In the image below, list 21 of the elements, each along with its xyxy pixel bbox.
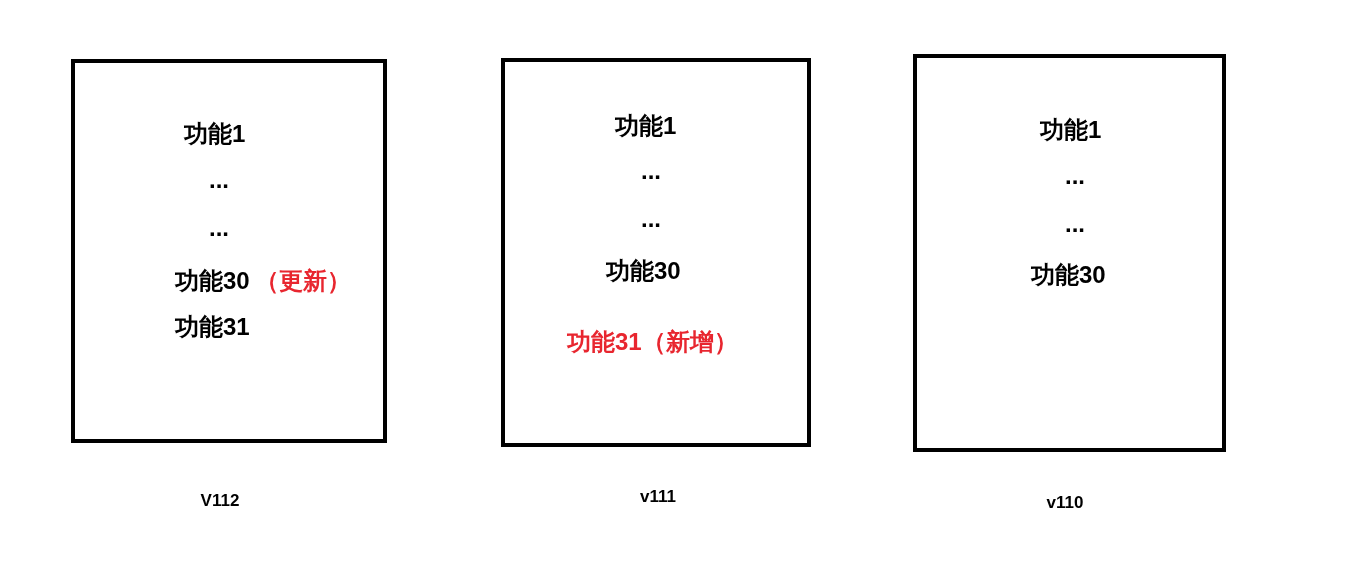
version-label: v110 [1046,492,1084,514]
feature-text: 功能31 [175,312,250,342]
feature-text: 功能1 [615,111,677,141]
feature-text: ... [641,156,661,186]
feature-text: 功能1 [184,119,246,149]
version-label: v111 [640,486,676,508]
feature-text: ... [209,165,229,195]
feature-text: ... [1065,161,1085,191]
change-note: 功能31（新增） [567,327,738,357]
version-box [501,58,811,447]
feature-text: 功能30 [175,266,250,296]
feature-text: ... [209,213,229,243]
feature-text: 功能1 [1040,115,1102,145]
feature-text: ... [641,204,661,234]
version-box [913,54,1226,452]
feature-text: ... [1065,209,1085,239]
feature-text: 功能30 [1031,260,1106,290]
change-note: （更新） [255,266,351,296]
version-box [71,59,387,443]
feature-text: 功能30 [606,256,681,286]
version-label: V112 [200,490,240,512]
